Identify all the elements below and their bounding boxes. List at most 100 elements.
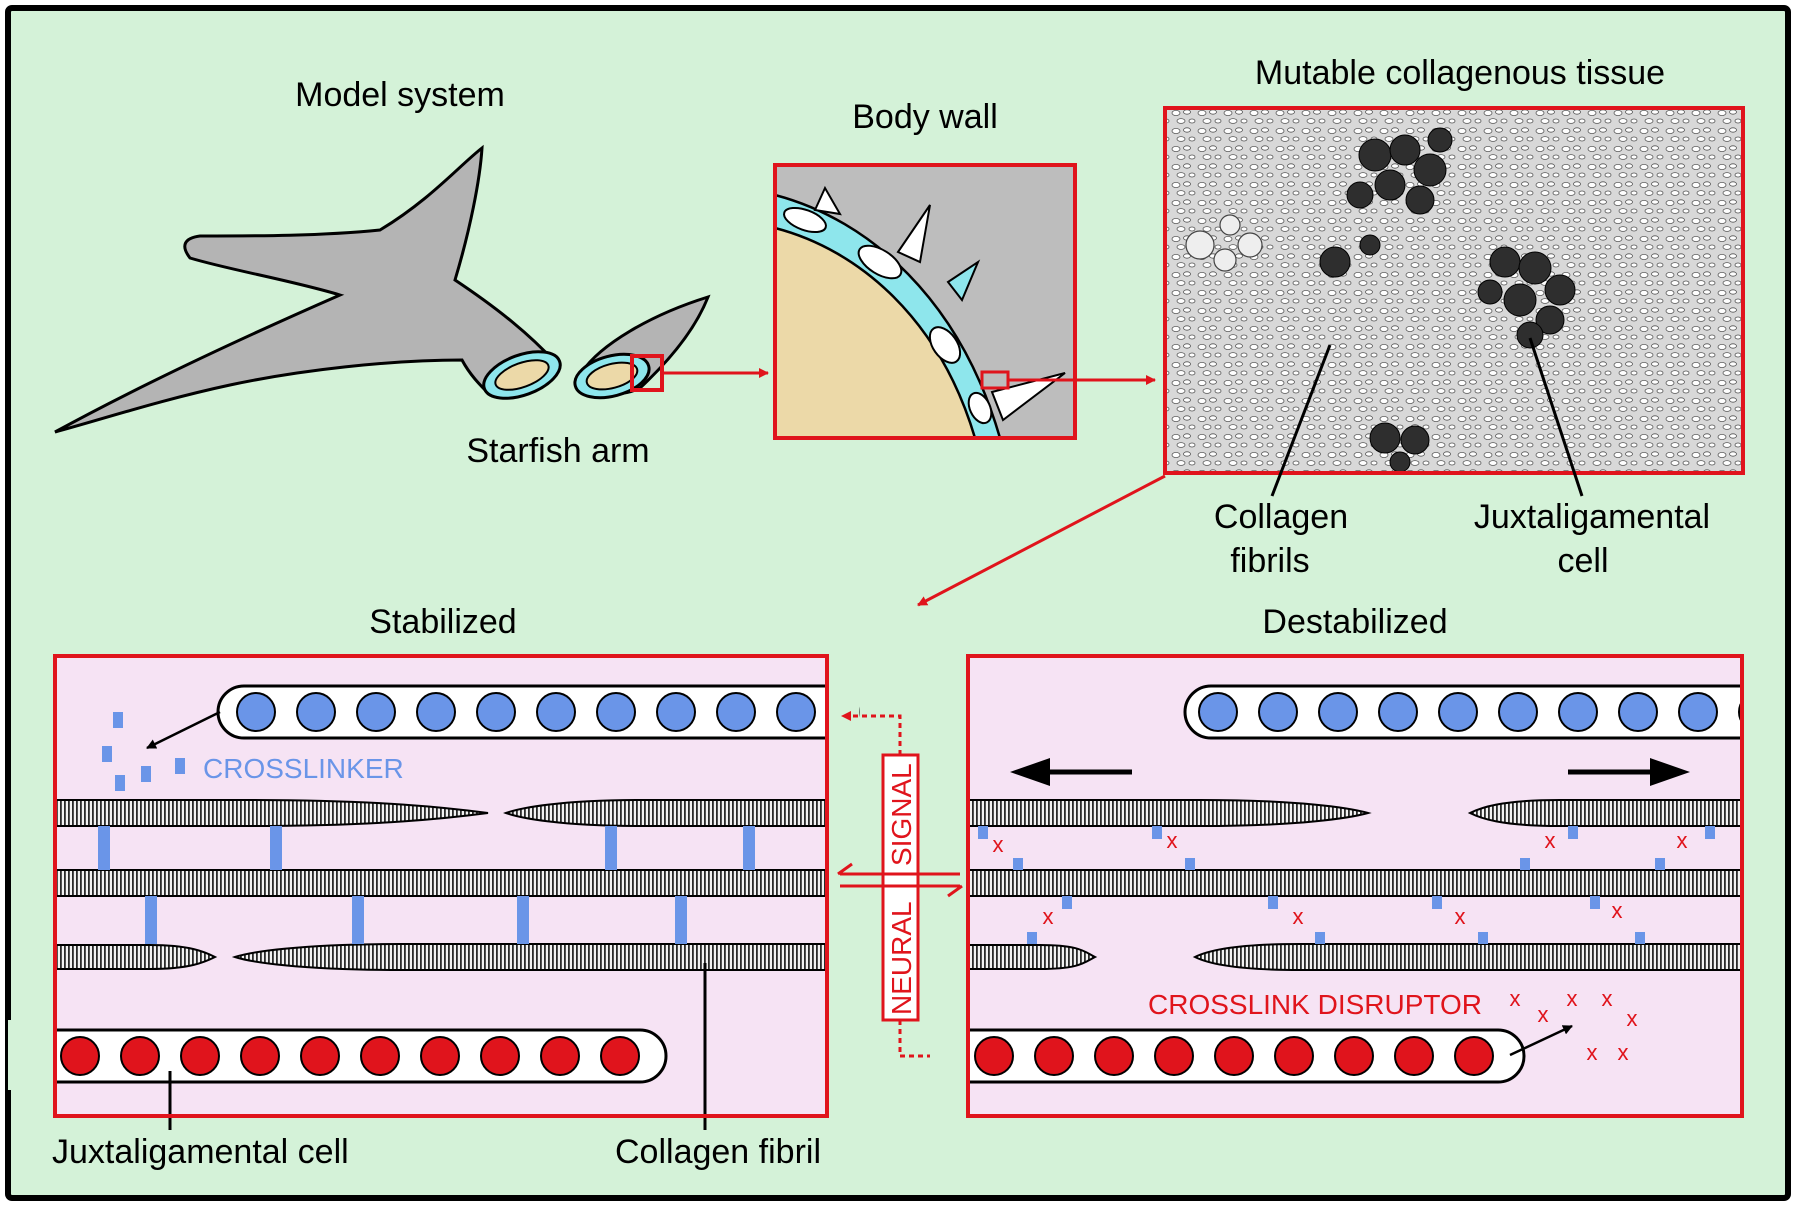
arm-section-1-core xyxy=(494,359,550,391)
body-wall-interior xyxy=(775,215,985,438)
disruptor-x: x xyxy=(1627,1006,1638,1031)
granule xyxy=(776,692,816,732)
granule xyxy=(1198,692,1238,732)
body-wall-panel xyxy=(773,163,1077,440)
model-system-title: Model system xyxy=(295,76,505,114)
crosslinks xyxy=(98,826,755,944)
disruptor-granules xyxy=(60,1036,640,1076)
granule xyxy=(1454,1036,1494,1076)
stabilized-frame xyxy=(53,654,829,1118)
granule xyxy=(1378,692,1418,732)
signal-word-2: SIGNAL xyxy=(886,763,917,866)
granule xyxy=(1094,1036,1134,1076)
fibril xyxy=(503,799,828,827)
tissue-cell-label-2: cell xyxy=(1557,542,1608,580)
granule xyxy=(420,1036,460,1076)
granule-cluster-1 xyxy=(1319,127,1453,278)
granule xyxy=(300,1036,340,1076)
granule xyxy=(1618,692,1658,732)
micrograph xyxy=(1163,106,1745,497)
cell-pointer xyxy=(1528,337,1584,497)
signal-word-1: NEURAL xyxy=(886,901,917,1015)
cell-outlines xyxy=(1185,214,1263,272)
starfish xyxy=(54,144,711,434)
tissue-fibrils-label-2: fibrils xyxy=(1230,542,1309,580)
arm-section-2-core xyxy=(585,361,639,391)
starfish-body xyxy=(54,144,557,434)
stabilized-panel: CROSSLINKER xyxy=(8,654,860,1130)
tissue-cell-label-1: Juxtaligamental xyxy=(1474,498,1710,536)
disruptor-label: CROSSLINK DISRUPTOR xyxy=(1148,989,1482,1020)
granule xyxy=(1318,692,1358,732)
granule xyxy=(1034,1036,1074,1076)
body-wall-title: Body wall xyxy=(852,98,998,136)
granule xyxy=(416,692,456,732)
granule xyxy=(1498,692,1538,732)
granule xyxy=(596,692,636,732)
granule xyxy=(600,1036,640,1076)
micrograph-frame xyxy=(1163,106,1745,475)
release-arrow xyxy=(146,710,221,750)
disruptor-x: x xyxy=(1293,904,1304,929)
disruptor-x: x xyxy=(993,832,1004,857)
fibril xyxy=(967,944,1098,970)
granule xyxy=(1558,692,1598,732)
tissue-title: Mutable collagenous tissue xyxy=(1255,54,1665,92)
fibril xyxy=(54,799,489,827)
destabilized-title: Destabilized xyxy=(1262,603,1447,641)
granule xyxy=(356,692,396,732)
released-crosslinkers xyxy=(102,712,185,791)
fibril xyxy=(54,944,218,970)
disruptor-x: x xyxy=(1677,828,1688,853)
granule xyxy=(656,692,696,732)
disruptor-x: x xyxy=(1455,904,1466,929)
granule xyxy=(540,1036,580,1076)
broken-crosslinks xyxy=(978,826,1715,944)
granule xyxy=(536,692,576,732)
fibril xyxy=(1192,943,1743,971)
granule xyxy=(480,1036,520,1076)
stabilized-fibril-label: Collagen fibril xyxy=(615,1133,821,1171)
disruptor-granules xyxy=(974,1036,1494,1076)
disruptor-x: x xyxy=(1538,1002,1549,1027)
crosslinker-granules xyxy=(236,692,816,732)
signal-arrow-up xyxy=(841,711,902,755)
fibrils-pointer xyxy=(1270,344,1332,497)
body-wall-frame xyxy=(773,163,1077,440)
disruptor-x: x xyxy=(1545,828,1556,853)
granule xyxy=(240,1036,280,1076)
fibril xyxy=(231,943,828,971)
fibril xyxy=(1467,799,1743,827)
crosslinker-label: CROSSLINKER xyxy=(203,753,404,784)
granule xyxy=(296,692,336,732)
disruptor-x: x xyxy=(1167,828,1178,853)
starfish-arm-label: Starfish arm xyxy=(466,432,649,470)
disruptor-x: x xyxy=(1612,898,1623,923)
granule xyxy=(236,692,276,732)
disruptor-x: x xyxy=(1602,986,1613,1011)
granule xyxy=(974,1036,1014,1076)
granule xyxy=(1394,1036,1434,1076)
granule xyxy=(1154,1036,1194,1076)
neural-signal: NEURAL SIGNAL xyxy=(837,711,963,1061)
signal-bar-left xyxy=(840,872,960,888)
arrow-to-models xyxy=(917,474,1166,607)
tissue-fibrils-label-1: Collagen xyxy=(1214,498,1348,536)
destabilized-frame xyxy=(966,654,1744,1118)
granule xyxy=(716,692,756,732)
stabilized-cell-label: Juxtaligamental cell xyxy=(52,1133,349,1171)
fibril xyxy=(54,869,828,897)
granule-cluster-3 xyxy=(1369,422,1430,473)
granule xyxy=(1678,692,1718,732)
disruptor-x: x xyxy=(1567,986,1578,1011)
disruptor-x: x xyxy=(1510,986,1521,1011)
granule xyxy=(476,692,516,732)
disruptor-x: x xyxy=(1618,1040,1629,1065)
fibril xyxy=(967,869,1743,897)
granule xyxy=(1274,1036,1314,1076)
granule xyxy=(1334,1036,1374,1076)
granule xyxy=(1258,692,1298,732)
